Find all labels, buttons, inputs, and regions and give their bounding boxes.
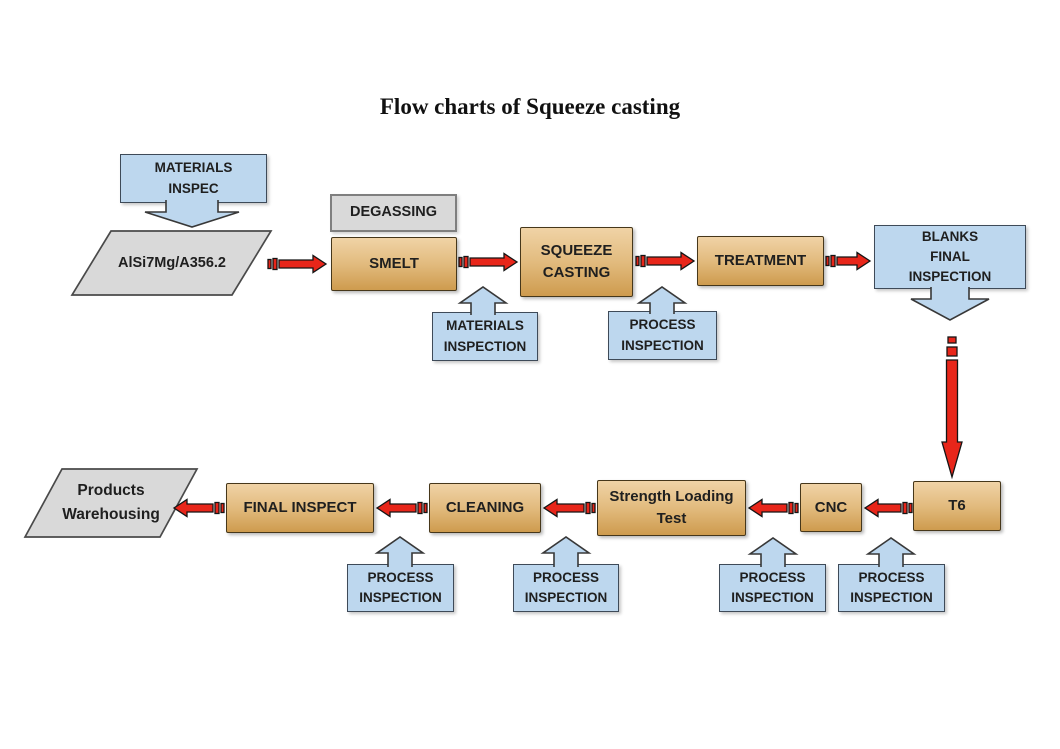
- cnc-label: CNC: [814, 498, 848, 516]
- materials-inspec-line1: MATERIALS: [154, 160, 233, 176]
- materials-inspection-line2: INSPECTION: [443, 338, 527, 354]
- node-cleaning: CLEANING: [429, 483, 541, 533]
- products-warehousing-parallelogram: [23, 468, 199, 538]
- edge-slt-to-cleaning-arrow: [542, 498, 596, 518]
- process-inspection-t6-line1: PROCESS: [858, 569, 925, 585]
- alloy-input-label: AlSi7Mg/A356.2: [118, 255, 226, 271]
- node-process-inspection-t6: PROCESS INSPECTION: [838, 564, 945, 612]
- edge-treatment-to-blanks-arrow: [825, 251, 872, 271]
- blanks-line3: INSPECTION: [908, 269, 992, 285]
- edge-cleaning-to-final-arrow: [375, 498, 428, 518]
- smelt-label: SMELT: [369, 255, 419, 273]
- edge-squeeze-to-treatment-arrow: [635, 251, 696, 271]
- node-degassing: DEGASSING: [330, 194, 457, 232]
- slt-line1: Strength Loading: [609, 488, 734, 506]
- process-inspection-cnc-line2: INSPECTION: [731, 590, 814, 605]
- squeeze-casting-line1: SQUEEZE: [540, 242, 613, 260]
- process-inspection-casting-line1: PROCESS: [629, 317, 696, 333]
- alloy-input-parallelogram: [70, 230, 273, 296]
- node-strength-loading-test: Strength Loading Test: [597, 480, 746, 536]
- blanks-line1: BLANKS: [921, 228, 979, 244]
- edge-t6-to-cnc-arrow: [863, 498, 913, 518]
- slt-line2: Test: [656, 510, 687, 527]
- t6-label: T6: [948, 497, 966, 515]
- node-t6: T6: [913, 481, 1001, 531]
- node-blanks-final-inspection: BLANKS FINAL INSPECTION: [874, 225, 1026, 289]
- edge-cnc-to-slt-arrow: [747, 498, 799, 518]
- process-inspection-t6-line2: INSPECTION: [850, 590, 933, 605]
- process-inspection-cleaning-line1: PROCESS: [532, 569, 600, 585]
- node-process-inspection-final: PROCESS INSPECTION: [347, 564, 454, 612]
- node-process-inspection-casting: PROCESS INSPECTION: [608, 311, 717, 360]
- edge-final-to-warehousing-arrow: [172, 498, 225, 518]
- node-squeeze-casting: SQUEEZE CASTING: [520, 227, 633, 297]
- process-inspection-final-line1: PROCESS: [367, 569, 434, 585]
- products-warehousing-line1: Products: [77, 481, 145, 499]
- edge-alloy-to-smelt-arrow: [267, 254, 328, 274]
- node-treatment: TREATMENT: [697, 236, 824, 286]
- edge-blanks-to-t6-arrow: [941, 336, 963, 480]
- node-process-inspection-cnc: PROCESS INSPECTION: [719, 564, 826, 612]
- materials-inspection-line1: MATERIALS: [446, 318, 524, 334]
- squeeze-casting-line2: CASTING: [542, 264, 611, 281]
- process-inspection-cnc-line1: PROCESS: [739, 569, 806, 585]
- materials-inspec-line2: INSPEC: [168, 180, 219, 196]
- node-process-inspection-cleaning: PROCESS INSPECTION: [513, 564, 619, 612]
- final-inspect-label: FINAL INSPECT: [243, 499, 357, 517]
- process-inspection-final-line2: INSPECTION: [359, 590, 442, 605]
- node-smelt: SMELT: [331, 237, 457, 291]
- node-materials-inspec: MATERIALS INSPEC: [120, 154, 267, 203]
- degassing-label: DEGASSING: [349, 204, 437, 221]
- edge-smelt-to-squeeze-arrow: [458, 252, 519, 272]
- process-inspection-cleaning-line2: INSPECTION: [524, 590, 608, 605]
- treatment-label: TREATMENT: [714, 252, 807, 270]
- products-warehousing-line2: Warehousing: [62, 506, 160, 523]
- node-cnc: CNC: [800, 483, 862, 532]
- products-warehousing-label: Products Warehousing: [32, 469, 190, 537]
- node-materials-inspection: MATERIALS INSPECTION: [432, 312, 538, 361]
- chart-title: Flow charts of Squeeze casting: [379, 94, 681, 119]
- cleaning-label: CLEANING: [445, 499, 525, 517]
- blanks-line2: FINAL: [930, 248, 970, 264]
- node-final-inspect: FINAL INSPECT: [226, 483, 374, 533]
- process-inspection-casting-line2: INSPECTION: [621, 337, 704, 353]
